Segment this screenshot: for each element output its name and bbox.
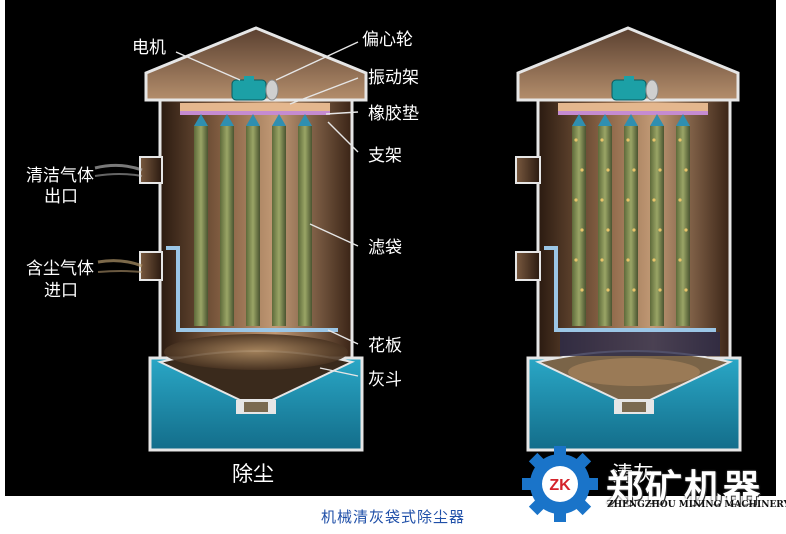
filter-bag	[624, 126, 638, 326]
falling-dust	[580, 288, 584, 292]
label-ash-hopper: 灰斗	[368, 370, 402, 390]
leader-lines	[175, 41, 359, 377]
bag-cap	[598, 114, 612, 126]
right-roof	[516, 26, 740, 102]
falling-dust	[606, 288, 610, 292]
right-collected-dust	[568, 358, 700, 386]
right-rubber-pad	[558, 111, 708, 115]
falling-dust	[678, 198, 682, 202]
mode-label-ash-cleaning: 清灰	[612, 462, 654, 486]
falling-dust	[580, 168, 584, 172]
falling-dust	[684, 228, 688, 232]
left-rubber-pad	[180, 111, 330, 115]
left-clean-gas-outlet	[139, 156, 163, 184]
falling-dust	[632, 168, 636, 172]
falling-dust	[626, 258, 630, 262]
falling-dust	[626, 198, 630, 202]
label-clean-gas-outlet-line2: 出口	[44, 187, 78, 207]
filter-bag	[298, 126, 312, 326]
bag-cap	[272, 114, 286, 126]
bag-cap	[246, 114, 260, 126]
bag-cap	[298, 114, 312, 126]
right-vibration-frame	[558, 103, 708, 111]
bag-cap	[572, 114, 586, 126]
label-rubber-pad: 橡胶垫	[368, 104, 419, 124]
filter-bag	[246, 126, 260, 326]
watermark-company-cn: 郑矿机器	[606, 467, 762, 510]
falling-dust	[652, 198, 656, 202]
bag-cap	[676, 114, 690, 126]
left-dust-cloud	[164, 334, 348, 370]
label-filter-bag: 滤袋	[368, 238, 402, 258]
zk-logo-text: ZK	[549, 477, 571, 494]
falling-dust	[632, 228, 636, 232]
bag-cap	[650, 114, 664, 126]
falling-dust	[678, 258, 682, 262]
left-dusty-gas-inlet	[139, 251, 163, 281]
label-dusty-gas-inlet-line1: 含尘气体	[26, 259, 94, 279]
label-vibration-frame: 振动架	[368, 68, 419, 88]
falling-dust	[600, 138, 604, 142]
label-tube-sheet: 花板	[368, 336, 402, 356]
bag-cap	[194, 114, 208, 126]
left-inlet-baffle	[166, 246, 338, 332]
filter-bag	[572, 126, 586, 326]
falling-dust	[626, 138, 630, 142]
watermark-company-en: ZHENGZHOU MINING MACHINERY	[607, 500, 786, 510]
left-vibration-frame	[180, 103, 330, 111]
filter-bag	[676, 126, 690, 326]
left-roof	[144, 26, 368, 102]
right-motor	[611, 76, 659, 101]
label-eccentric-wheel: 偏心轮	[362, 30, 413, 50]
filter-bag	[272, 126, 286, 326]
falling-dust	[574, 258, 578, 262]
falling-dust	[658, 168, 662, 172]
falling-dust	[652, 258, 656, 262]
falling-dust	[606, 228, 610, 232]
bag-cap	[624, 114, 638, 126]
falling-dust	[606, 168, 610, 172]
falling-dust	[652, 138, 656, 142]
bag-cap	[220, 114, 234, 126]
falling-dust	[678, 138, 682, 142]
right-lower-chamber	[560, 332, 720, 356]
falling-dust	[574, 138, 578, 142]
mode-label-dust-removal: 除尘	[232, 462, 274, 486]
right-clean-gas-outlet	[515, 156, 541, 184]
label-motor: 电机	[132, 38, 166, 58]
label-dusty-gas-inlet-line2: 进口	[44, 281, 78, 301]
figure-caption: 机械清灰袋式除尘器	[320, 508, 465, 526]
falling-dust	[600, 258, 604, 262]
right-dusty-gas-inlet	[515, 251, 541, 281]
filter-bag	[194, 126, 208, 326]
falling-dust	[658, 288, 662, 292]
falling-dust	[632, 288, 636, 292]
filter-bag	[598, 126, 612, 326]
right-filter-bags	[572, 114, 690, 326]
left-motor	[231, 76, 279, 101]
label-support: 支架	[368, 146, 402, 166]
falling-dust	[600, 198, 604, 202]
falling-dust	[580, 228, 584, 232]
filter-bag	[650, 126, 664, 326]
filter-bag	[220, 126, 234, 326]
falling-dust	[574, 198, 578, 202]
falling-dust	[684, 168, 688, 172]
right-inlet-baffle	[544, 246, 716, 332]
left-filter-bags	[194, 114, 312, 326]
label-clean-gas-outlet-line1: 清洁气体	[26, 166, 94, 186]
falling-dust	[684, 288, 688, 292]
falling-dust	[658, 228, 662, 232]
